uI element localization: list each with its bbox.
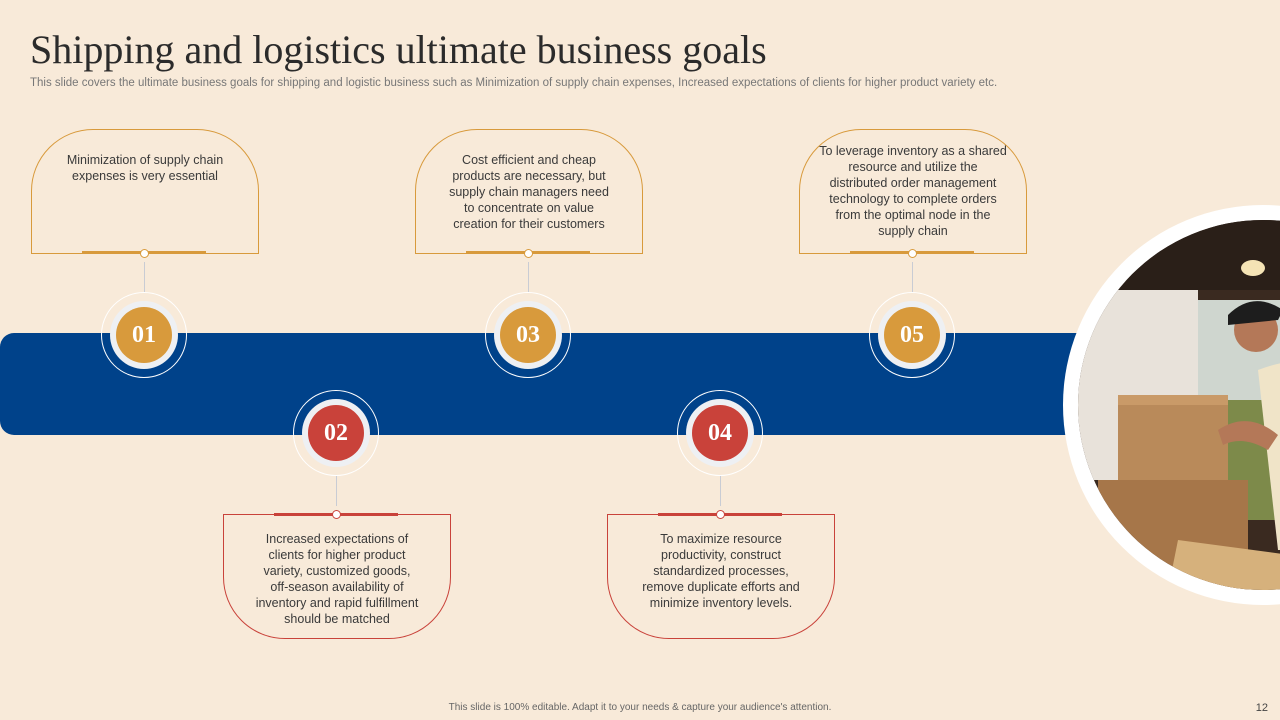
connector-03 [528,262,529,292]
step-node-03: 03 [485,292,571,378]
step-number: 03 [500,307,556,363]
goal-card-03: Cost efficient and cheap products are ne… [415,129,643,258]
anchor-dot [140,249,149,258]
step-node-04: 04 [677,390,763,476]
page-number: 12 [1255,702,1268,714]
goal-text: Cost efficient and cheap products are ne… [449,153,609,231]
connector-01 [144,262,145,292]
step-number: 02 [308,405,364,461]
goal-text: To leverage inventory as a shared resour… [819,144,1007,238]
step-node-02: 02 [293,390,379,476]
step-node-05: 05 [869,292,955,378]
connector-05 [912,262,913,292]
footer-note: This slide is 100% editable. Adapt it to… [448,702,832,713]
anchor-dot [908,249,917,258]
delivery-photo [1063,205,1280,605]
goal-card-02: Increased expectations of clients for hi… [223,510,451,639]
goal-card-05: To leverage inventory as a shared resour… [799,129,1027,258]
step-node-01: 01 [101,292,187,378]
anchor-dot [332,510,341,519]
step-number: 01 [116,307,172,363]
connector-04 [720,476,721,506]
anchor-dot [716,510,725,519]
goal-text: To maximize resource productivity, const… [642,532,800,610]
subtitle: This slide covers the ultimate business … [30,77,998,89]
page-title: Shipping and logistics ultimate business… [30,27,767,72]
goal-text: Minimization of supply chain expenses is… [66,153,224,183]
step-number: 04 [692,405,748,461]
goal-text: Increased expectations of clients for hi… [255,532,419,626]
goal-card-04: To maximize resource productivity, const… [607,510,835,639]
goal-card-01: Minimization of supply chain expenses is… [31,129,259,258]
anchor-dot [524,249,533,258]
connector-02 [336,476,337,506]
step-number: 05 [884,307,940,363]
